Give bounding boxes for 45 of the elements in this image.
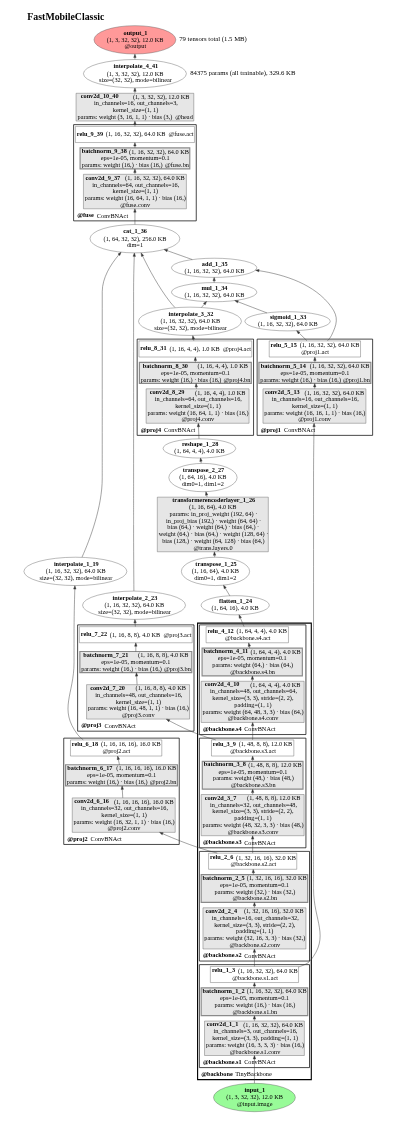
arrow: [253, 948, 256, 967]
arrow: [163, 249, 193, 260]
arrow: [133, 142, 137, 149]
arrow: [159, 832, 218, 854]
arrow: [234, 300, 268, 314]
arrow: [133, 87, 137, 94]
arrow: [194, 383, 198, 389]
arrow: [255, 269, 337, 342]
arrow: [238, 614, 245, 627]
arrow: [199, 457, 203, 464]
arrow: [120, 785, 124, 799]
arrow: [133, 120, 137, 127]
arrow: [251, 755, 255, 762]
arrow: [251, 789, 255, 795]
arrow: [201, 301, 207, 308]
arrow: [251, 675, 254, 682]
arrow: [212, 277, 216, 283]
arrow: [192, 335, 195, 341]
arrow: [133, 168, 137, 175]
arrow: [133, 619, 137, 627]
arrow: [253, 982, 256, 989]
arrow: [133, 208, 137, 225]
arrow: [252, 869, 255, 875]
arrow: [81, 252, 122, 558]
arrow: [251, 835, 255, 854]
arrow: [251, 722, 255, 741]
arrow: [296, 330, 308, 341]
arrow: [213, 551, 216, 558]
arrow: [205, 491, 208, 498]
arrow: [134, 642, 138, 652]
arrow: [247, 642, 251, 649]
arrow: [197, 423, 200, 439]
diagram-title: FastMobileClassic: [27, 11, 105, 23]
arrow: [132, 252, 136, 592]
arrow: [193, 356, 197, 363]
arrow: [135, 672, 138, 685]
arrow: [253, 1055, 256, 1084]
arrow: [313, 356, 317, 363]
arrow: [133, 53, 137, 60]
arrow: [313, 383, 317, 389]
arrow: [166, 718, 216, 741]
arrow: [253, 902, 256, 908]
arrow: [253, 1015, 256, 1022]
arrow: [116, 755, 120, 765]
arrow: [223, 585, 231, 597]
